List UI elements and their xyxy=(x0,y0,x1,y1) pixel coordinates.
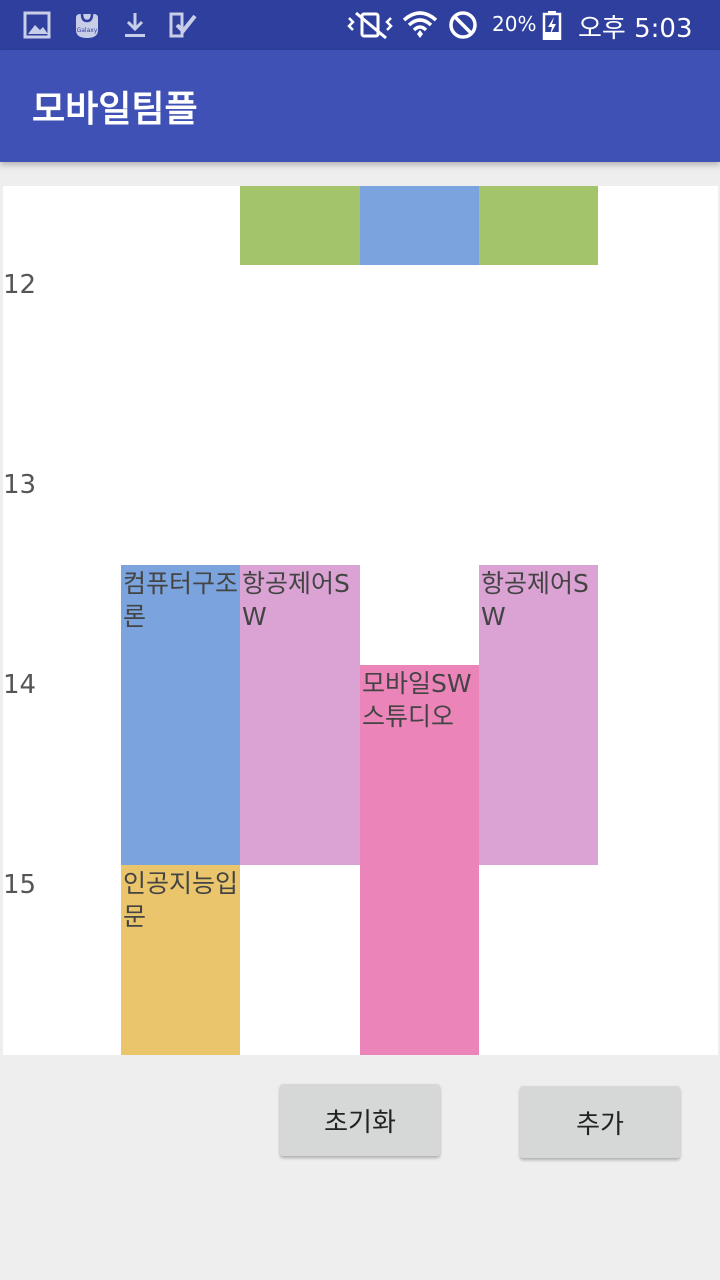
hour-label: 14 xyxy=(3,670,37,700)
class-block-label: 항공제어SW xyxy=(481,569,589,631)
task-check-icon xyxy=(169,12,197,38)
hour-label: 13 xyxy=(3,470,37,500)
class-block-label xyxy=(360,186,479,188)
do-not-disturb-icon xyxy=(449,11,477,39)
class-block-label: 모바일SW스튜디오 xyxy=(362,669,472,731)
class-block-label: 인공지능입문 xyxy=(123,869,239,931)
class-block-label xyxy=(479,186,598,188)
battery-percent: 20% xyxy=(492,12,537,36)
reset-button[interactable]: 초기화 xyxy=(280,1084,440,1156)
class-block[interactable] xyxy=(240,186,360,265)
gallery-icon xyxy=(23,11,51,39)
class-block-label xyxy=(240,186,360,188)
add-button[interactable]: 추가 xyxy=(520,1086,680,1158)
class-block-label: 컴퓨터구조론 xyxy=(123,569,239,631)
hour-label: 15 xyxy=(3,870,37,900)
status-bar: Galaxy 20% 오후 5:03 xyxy=(0,0,720,50)
wifi-icon xyxy=(402,11,438,38)
hour-label: 12 xyxy=(3,270,37,300)
class-block[interactable]: 인공지능입문 xyxy=(121,865,240,1055)
class-block[interactable] xyxy=(479,186,598,265)
battery-charging-icon xyxy=(542,11,562,40)
app-bar: 모바일팀플 xyxy=(0,50,720,162)
app-title: 모바일팀플 xyxy=(32,89,198,130)
class-block[interactable]: 항공제어SW xyxy=(240,565,360,865)
timetable-grid[interactable]: 12 13 14 15 컴퓨터구조론 항공제어SW 항공제어SW 모바일SW스튜… xyxy=(3,186,718,1055)
vibrate-icon xyxy=(347,11,393,40)
class-block[interactable]: 컴퓨터구조론 xyxy=(121,565,240,865)
download-icon xyxy=(125,13,145,37)
galaxy-label: Galaxy xyxy=(77,27,98,34)
class-block[interactable] xyxy=(360,186,479,265)
class-block[interactable]: 모바일SW스튜디오 xyxy=(360,665,479,1055)
class-block-label: 항공제어SW xyxy=(242,569,350,631)
galaxy-apps-icon: Galaxy xyxy=(76,13,98,38)
status-time: 오후 5:03 xyxy=(578,14,693,44)
class-block[interactable]: 항공제어SW xyxy=(479,565,598,865)
